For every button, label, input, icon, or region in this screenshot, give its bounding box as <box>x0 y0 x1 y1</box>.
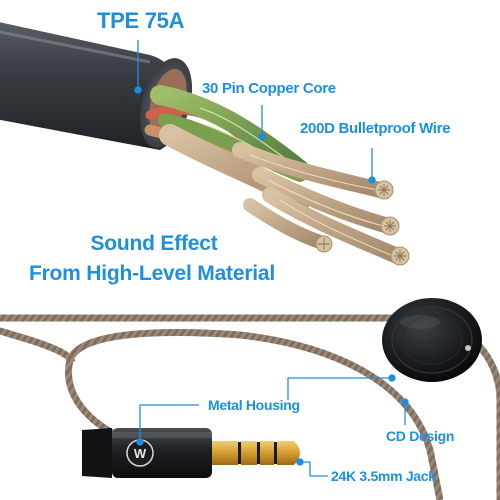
label-jack: 24K 3.5mm Jack <box>331 468 436 484</box>
label-bulletproof-wire: 200D Bulletproof Wire <box>300 120 451 137</box>
audio-jack <box>82 428 300 478</box>
copper-core-strands <box>144 85 410 266</box>
jack-strain-relief <box>82 428 112 478</box>
callout-cd-design <box>287 377 406 425</box>
headline-line1: Sound Effect <box>90 232 218 255</box>
braided-cable-left <box>0 327 76 364</box>
callout-jack <box>300 461 328 477</box>
callout-metal-housing <box>139 404 199 440</box>
callout-lines-top <box>134 40 376 184</box>
earbud <box>382 298 482 382</box>
label-tpe: TPE 75A <box>97 8 185 33</box>
callout-lines-bottom <box>136 374 409 477</box>
cable-highlight <box>0 30 151 64</box>
label-metal-housing: Metal Housing <box>208 397 300 413</box>
jack-gold-tip <box>277 441 300 465</box>
headline-line2: From High-Level Material <box>28 262 276 285</box>
jack-gold-sleeve <box>212 441 238 465</box>
jack-logo-glyph: W <box>134 446 147 461</box>
earbud-cd-surface <box>391 306 473 374</box>
earbud-shell <box>382 298 482 382</box>
label-copper-core: 30 Pin Copper Core <box>202 80 336 97</box>
braided-cable-jack-lead <box>65 329 444 500</box>
earbud-vent <box>465 345 471 351</box>
label-cd-design: CD Design <box>386 428 455 444</box>
cable-jacket <box>0 22 187 150</box>
